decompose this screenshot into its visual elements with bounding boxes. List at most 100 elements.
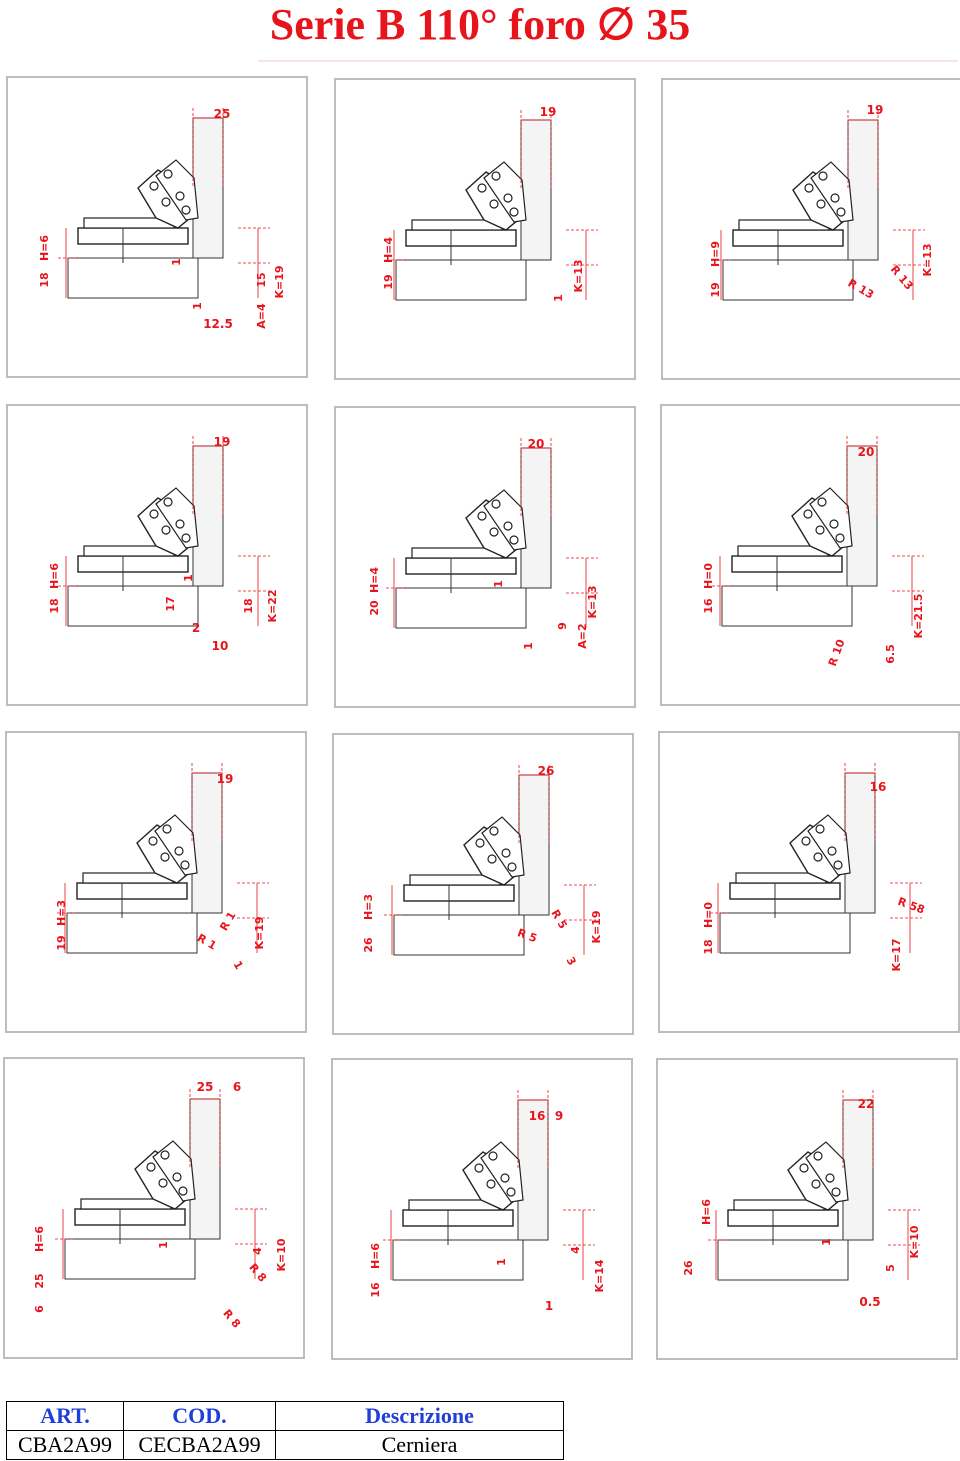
door-panel [846,445,878,587]
dimension-label: 6 [233,1080,241,1094]
dimension-label: 19 [214,435,231,449]
hinge-pivot [474,1163,484,1173]
header-cod: COD. [123,1401,276,1431]
mounting-plate [74,1208,186,1226]
dimension-label: H=6 [38,235,51,261]
dimension-label: H=9 [709,241,722,267]
hinge-pivot [178,1186,188,1196]
hinge-pivot [175,519,185,529]
hinge-pivot [501,848,511,858]
cabinet-panel [392,1239,524,1281]
dimension-label: 26 [538,764,555,778]
dimension-label: 6.5 [884,644,897,664]
hinge-pivot [803,509,813,519]
hinge-pivot [174,846,184,856]
dimension-label: A=2 [576,623,589,648]
hinge-pivot [491,499,501,509]
dimension-label: K=10 [275,1238,288,1271]
cabinet-panel [64,1238,196,1280]
cabinet-panel [717,1239,849,1281]
dimension-label: R 10 [826,637,848,668]
dimension-label: K=10 [908,1225,921,1258]
dimension-label: H=0 [702,902,715,928]
cabinet-panel [395,587,527,629]
dimension-label: 16 [870,780,887,794]
dimension-label: R 5 [516,926,539,945]
dimension-label: 19 [709,282,722,297]
article-table-header: ART. COD. Descrizione [6,1401,564,1431]
cell-cod: CECBA2A99 [123,1430,276,1460]
door-panel [189,1098,221,1240]
hinge-pivot [172,1172,182,1182]
dimension-label: 12.5 [203,317,233,331]
dimension-label: 1 [552,294,565,302]
dimension-label: R 1 [195,931,219,952]
dimension-label: H=6 [369,1243,382,1269]
hinge-pivot [799,1163,809,1173]
dimension-label: 16 [369,1282,382,1298]
hinge-pivot [813,852,823,862]
hinge-pivot [146,1162,156,1172]
hinge-pivot [175,191,185,201]
dimension-label: 1 [492,580,505,588]
hinge-pivot [489,527,499,537]
dimension-label: 19 [867,103,884,117]
dimension-label: 1 [157,1241,170,1249]
dimension-label: 4 [569,1246,582,1254]
dimension-label: 19 [540,105,557,119]
dimension-label: 20 [528,437,545,451]
cell-descrizione: Cerniera [275,1430,564,1460]
cabinet-panel [393,914,525,956]
dimension-label: 18 [242,598,255,613]
door-panel [520,447,552,589]
hinge-pivot [813,1151,823,1161]
dimension-label: 16 [702,598,715,614]
door-panel [191,772,223,914]
hinge-pivot [817,497,827,507]
dimension-label: 1 [230,959,245,972]
dimension-label: R 8 [246,1261,269,1285]
dimension-label: K=22 [266,589,279,622]
dimension-label: 25 [197,1080,214,1094]
cell-art: CBA2A99 [6,1430,124,1460]
dimension-label: 16 [529,1109,546,1123]
hinge-pivot [486,1179,496,1189]
hinge-pivot [503,193,513,203]
dimension-label: 2 [192,621,200,635]
hinge-pivot [825,1173,835,1183]
hinge-pivot [161,197,171,207]
door-panel [844,772,876,914]
dimension-label: 18 [48,598,61,613]
hinge-pivot [835,533,845,543]
hinge-pivot [149,181,159,191]
dimension-label: 1 [191,302,204,310]
mounting-plate [76,882,188,900]
hinge-pivot [801,836,811,846]
hinge-pivot [836,207,846,217]
dimension-label: 19 [382,274,395,289]
hinge-pivot [816,199,826,209]
dimension-label: 20 [368,600,381,616]
dimension-label: 1 [820,1238,833,1246]
mounting-plate [405,229,517,247]
hinge-pivot [815,824,825,834]
dimension-label: 20 [858,445,875,459]
hinge-pivot [491,171,501,181]
hinge-pivot [509,535,519,545]
door-panel [192,445,224,587]
hinge-pivot [180,860,190,870]
dimension-label: 1 [170,258,183,266]
hinge-pivot [829,519,839,529]
dimension-label: 19 [217,772,234,786]
hinge-pivot [477,183,487,193]
hinge-pivot [815,525,825,535]
door-panel [842,1099,874,1241]
dimension-label: K=21.5 [912,594,925,639]
